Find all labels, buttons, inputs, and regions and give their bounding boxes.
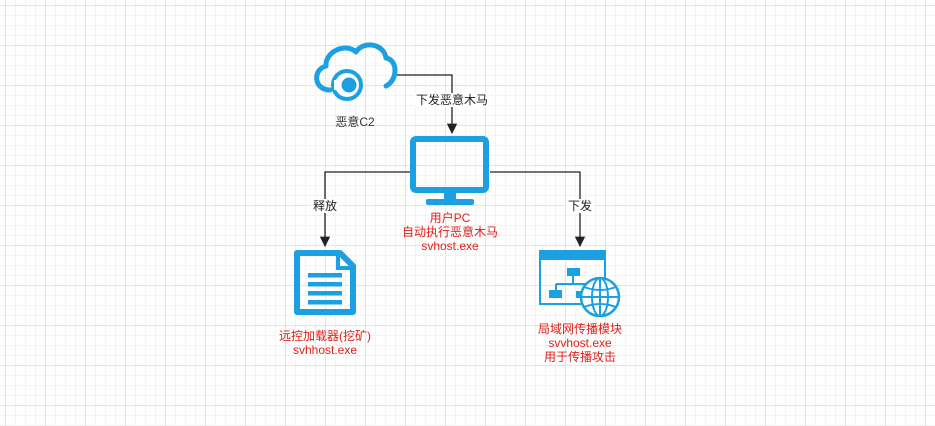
edge-label-pc-to-spread: 下发: [565, 199, 595, 213]
monitor-icon: [410, 136, 489, 205]
edge-label-c2-to-pc: 下发恶意木马: [413, 93, 491, 107]
pc-label-line: 自动执行恶意木马: [401, 225, 498, 239]
pc-label: 用户PC 自动执行恶意木马 svhost.exe: [380, 211, 520, 253]
network-globe-icon: [539, 250, 621, 318]
spread-label-line: 局域网传播模块: [537, 322, 622, 336]
loader-label: 远控加载器(挖矿) svhhost.exe: [255, 329, 395, 357]
edge-pc-to-loader: [319, 171, 410, 248]
edge-c2-to-pc: [396, 74, 458, 135]
edge-pc-to-spread: [490, 171, 586, 248]
pc-label-line: svhost.exe: [421, 239, 479, 253]
c2-label: 恶意C2: [335, 115, 375, 129]
spread-label-line: svvhost.exe: [548, 336, 612, 350]
spread-label: 局域网传播模块 svvhost.exe 用于传播攻击: [510, 322, 650, 364]
edge-label-pc-to-loader: 释放: [310, 199, 340, 213]
loader-label-line: svhhost.exe: [292, 343, 358, 357]
spread-label-line: 用于传播攻击: [543, 350, 616, 364]
cloud-icon: [314, 42, 398, 101]
loader-label-line: 远控加载器(挖矿): [279, 329, 371, 343]
document-icon: [294, 250, 356, 315]
pc-label-line: 用户PC: [429, 211, 471, 225]
